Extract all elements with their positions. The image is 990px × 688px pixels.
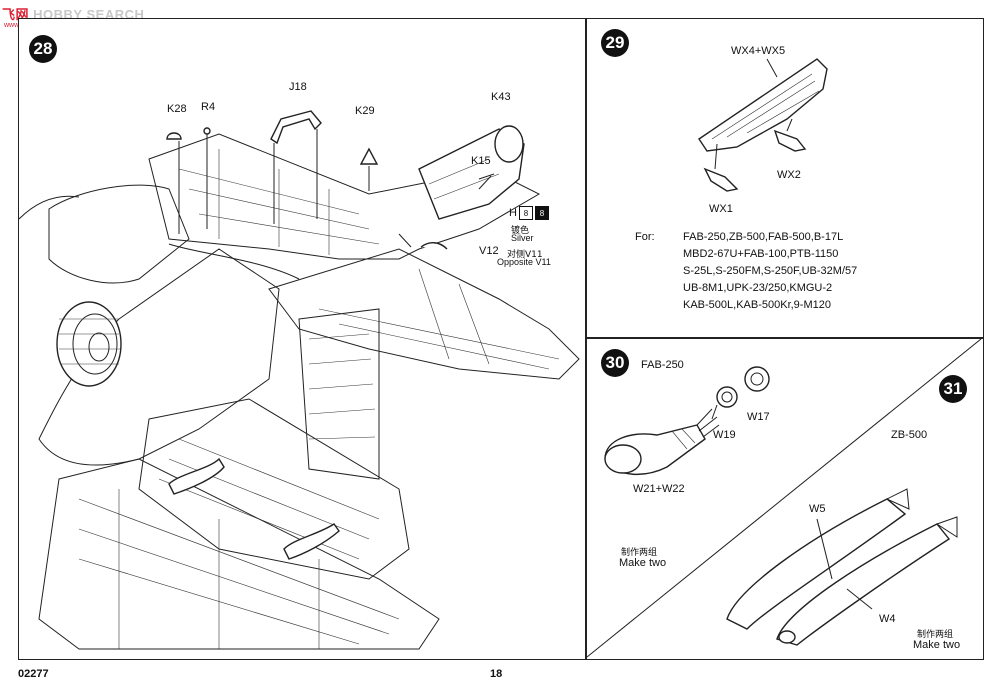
part-label-w19: W19 <box>713 429 736 441</box>
weapons-line: FAB-250,ZB-500,FAB-500,B-17L <box>683 231 844 243</box>
part-label-k43: K43 <box>491 91 511 103</box>
step-number-29: 29 <box>601 29 629 57</box>
step-30-31-panel: 30 31 FAB-250 W17 W19 W21+W22 制作两组 Make … <box>586 338 984 660</box>
weapons-line: S-25L,S-250FM,S-250F,UB-32M/57 <box>683 265 858 277</box>
kit-code: 02277 <box>18 668 49 680</box>
aircraft-wing-drawing <box>19 110 580 650</box>
color-name-en: Silver <box>511 233 534 243</box>
bomb-title-zb500: ZB-500 <box>891 429 928 441</box>
step-number-28: 28 <box>29 35 57 63</box>
step-number-30: 30 <box>601 349 629 377</box>
weapons-line: UB-8M1,UPK-23/250,KMGU-2 <box>683 282 833 294</box>
part-label-w5: W5 <box>809 503 826 515</box>
step-number-31: 31 <box>939 375 967 403</box>
part-label-w4: W4 <box>879 613 896 625</box>
page-number: 18 <box>490 668 503 680</box>
make-two-cn-30: 制作两组 <box>621 548 658 558</box>
bomb-title-fab250: FAB-250 <box>641 359 684 371</box>
make-two-cn-31: 制作两组 <box>917 630 954 640</box>
step-29-panel: 29 WX4+WX5 WX2 WX1 For: FAB-250,ZB-500,F… <box>586 18 984 338</box>
part-label-v12: V12 <box>479 245 499 257</box>
part-label-r4: R4 <box>201 101 216 113</box>
part-label-wx4-wx5: WX4+WX5 <box>731 45 786 57</box>
part-label-wx2: WX2 <box>777 169 801 181</box>
for-label: For: <box>635 231 655 243</box>
applicable-weapons-list: FAB-250,ZB-500,FAB-500,B-17L MBD2-67U+FA… <box>683 229 857 314</box>
color-code-h8: H 8 8 <box>509 206 549 220</box>
make-two-en-31: Make two <box>913 639 961 651</box>
weapons-line: KAB-500L,KAB-500Kr,9-M120 <box>683 299 831 311</box>
pylon-drawing <box>698 58 828 192</box>
part-label-w17: W17 <box>747 411 770 423</box>
part-label-j18: J18 <box>289 81 307 93</box>
panel-divider <box>587 339 982 658</box>
part-label-w21-w22: W21+W22 <box>633 483 685 495</box>
part-label-k15: K15 <box>471 155 491 167</box>
weapons-line: MBD2-67U+FAB-100,PTB-1150 <box>683 248 839 260</box>
bombs-drawing <box>587 339 982 658</box>
make-two-en-30: Make two <box>619 557 667 569</box>
part-label-v11-cn: 对侧V11 <box>507 250 543 260</box>
part-label-wx1: WX1 <box>709 203 733 215</box>
part-label-v11-en: Opposite V11 <box>497 257 551 267</box>
color-name-cn: 镀色 <box>511 226 530 236</box>
part-label-k28: K28 <box>167 103 187 115</box>
step-28-panel: 28 K28 R4 J18 K29 K43 K15 H 8 8 镀色 Silve… <box>18 18 586 660</box>
part-label-k29: K29 <box>355 105 375 117</box>
